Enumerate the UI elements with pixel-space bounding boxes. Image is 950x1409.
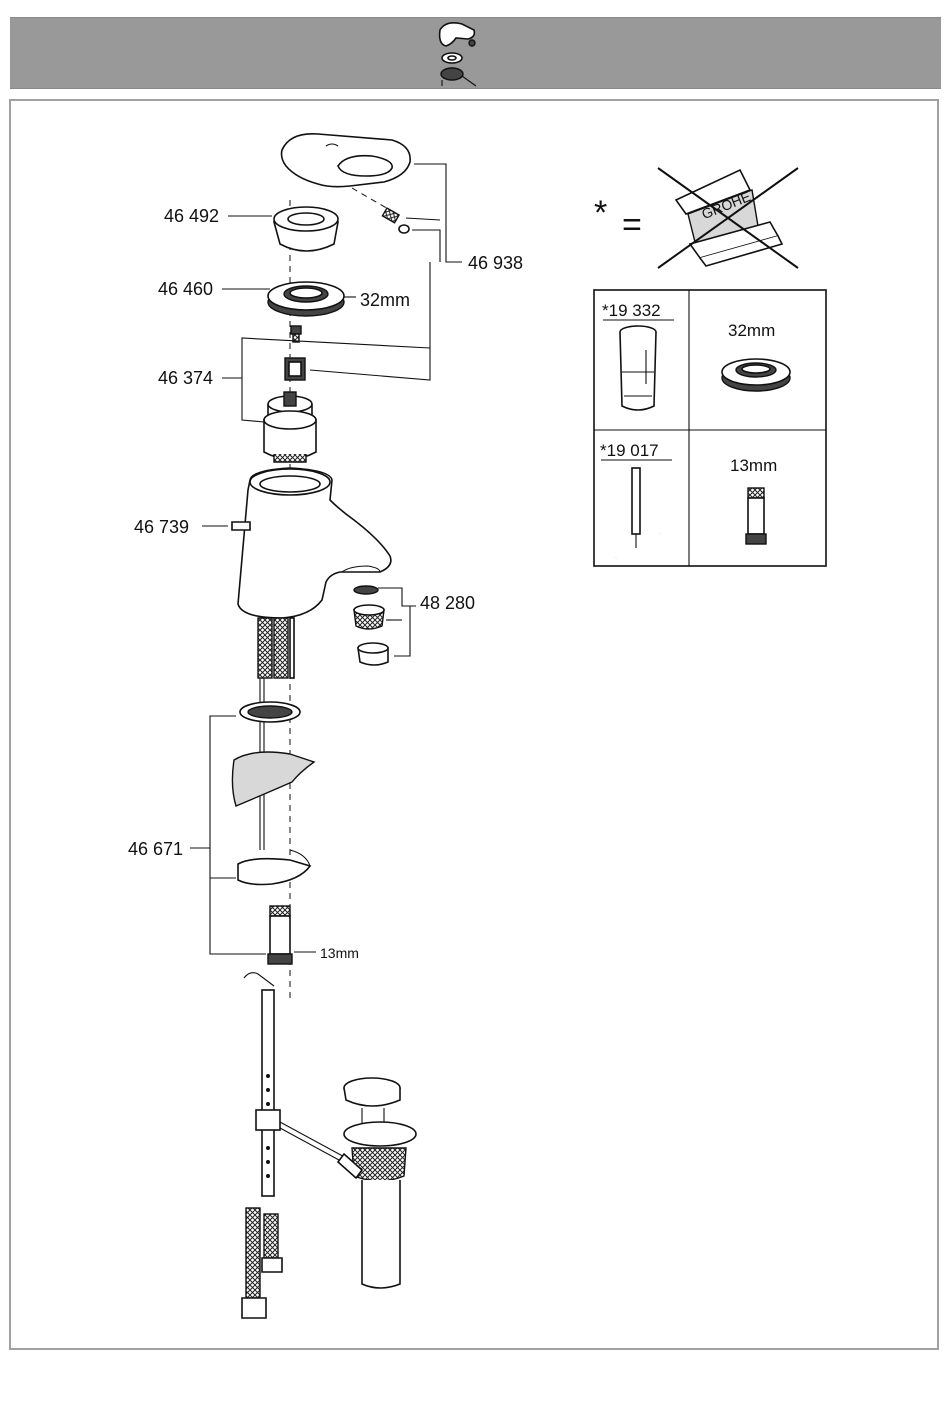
screw-axis: [352, 188, 390, 210]
label-mount-size: 13mm: [320, 945, 359, 961]
tool-size-2: 13mm: [730, 456, 777, 475]
ceramic-cartridge: [264, 392, 316, 462]
crossed-tool-box-icon: GROHE: [658, 168, 798, 268]
tool-part-no-1: *19 332: [602, 301, 661, 320]
tool-part-no-2: *19 017: [600, 441, 659, 460]
bolt-13mm-icon: [746, 488, 766, 544]
socket-wrench-icon: [620, 326, 656, 410]
aerator-parts: [354, 586, 388, 665]
mixer-body: [232, 468, 391, 618]
tool-size-1: 32mm: [728, 321, 775, 340]
nut-32mm-icon: [722, 359, 790, 391]
label-cartridge: 46 374: [158, 368, 213, 388]
handle-replacement-icon: [440, 23, 476, 86]
tool-table: *19 332 32mm *19 017 13mm: [594, 290, 826, 566]
rosette-cap: [274, 207, 338, 251]
grub-screw: [382, 208, 409, 233]
legend-equals: =: [622, 206, 642, 244]
fixing-nut: [268, 282, 344, 316]
label-rosette: 46 492: [164, 206, 219, 226]
label-aerator: 48 280: [420, 593, 475, 613]
cartridge-adapter: [285, 358, 305, 380]
flexible-hoses: [242, 618, 294, 1318]
handle-lever: [282, 134, 411, 187]
cartridge-screw: [291, 326, 301, 342]
label-nut: 46 460: [158, 279, 213, 299]
popup-rod: [244, 973, 350, 1196]
label-mount-set: 46 671: [128, 839, 183, 859]
label-handle-set: 46 938: [468, 253, 523, 273]
popup-waste: [338, 1078, 416, 1288]
legend-asterisk: *: [594, 194, 607, 232]
label-nut-size: 32mm: [360, 290, 410, 310]
mounting-set: [232, 702, 314, 964]
label-body: 46 739: [134, 517, 189, 537]
